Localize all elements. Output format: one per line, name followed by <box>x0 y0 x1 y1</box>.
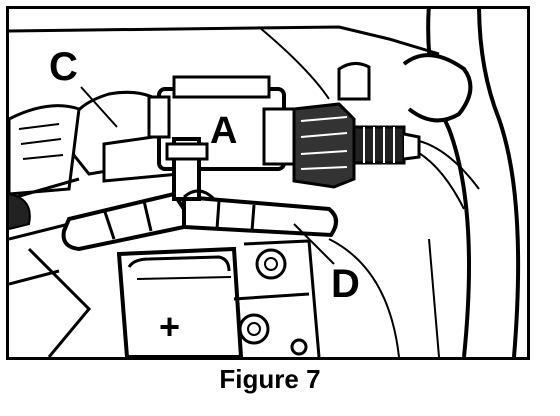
battery-positive-symbol: + <box>159 306 181 347</box>
figure-frame: C A D + <box>6 6 530 360</box>
coolant-hose <box>337 9 521 357</box>
engine-bay-illustration <box>9 9 521 357</box>
leader-line-c <box>80 86 118 128</box>
callout-label-a: A <box>210 110 238 152</box>
cover-outline <box>9 25 440 56</box>
mounting-bolt-upper <box>255 248 287 280</box>
mounting-bolt-lower <box>238 313 308 356</box>
electrical-connector <box>292 102 480 210</box>
engine-block-edge <box>328 238 440 357</box>
callout-label-d: D <box>331 262 360 306</box>
battery <box>116 246 244 357</box>
figure-caption: Figure 7 <box>219 364 321 394</box>
callout-label-c: C <box>49 45 78 89</box>
bracket-outline <box>233 239 321 357</box>
left-manifold <box>9 177 92 357</box>
leader-line-d <box>293 223 335 265</box>
tee-fitting-d <box>61 137 338 252</box>
cover-curve <box>258 26 330 100</box>
